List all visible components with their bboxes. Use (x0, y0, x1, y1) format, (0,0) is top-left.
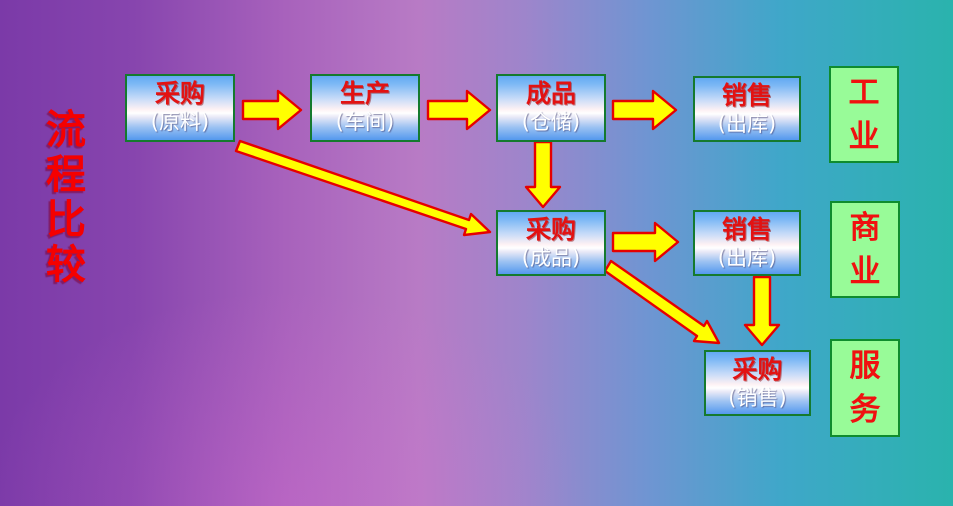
arrow-finished-down-to-purchase-finished (524, 140, 562, 209)
category-char: 务 (849, 392, 881, 428)
box-main-label: 生产 (339, 79, 390, 108)
flow-box-sales-industry: 销售 (出库) (693, 76, 801, 142)
title-char: 较 (46, 242, 86, 288)
category-char: 业 (848, 118, 880, 155)
title-char: 比 (46, 197, 86, 243)
category-char: 工 (848, 74, 880, 111)
box-sub-label: (车间) (335, 110, 395, 134)
arrow-purchase-finished-to-sales-commerce (611, 221, 680, 263)
box-sub-label: (仓储) (521, 110, 581, 134)
box-main-label: 采购 (154, 79, 205, 108)
box-main-label: 销售 (721, 215, 772, 244)
flow-box-purchase-sales: 采购 (销售) (704, 350, 811, 416)
box-main-label: 采购 (732, 355, 783, 384)
slide-title: 流 程 比 较 (40, 108, 92, 288)
arrow-purchase-finished-diagonal-to-purchase-sales (603, 259, 721, 345)
box-sub-label: (成品) (521, 246, 581, 270)
flow-box-purchase-finished: 采购 (成品) (496, 210, 606, 276)
arrow-purchase-raw-to-production (241, 89, 303, 131)
category-box-commerce: 商 业 (830, 201, 900, 298)
category-char: 商 (849, 209, 881, 246)
arrow-purchase-raw-diagonal-to-purchase-finished (234, 139, 492, 237)
box-sub-label: (出库) (717, 112, 777, 136)
flow-box-purchase-raw: 采购 (原料) (125, 74, 235, 142)
box-main-label: 销售 (721, 81, 772, 110)
flow-box-sales-commerce: 销售 (出库) (693, 210, 801, 276)
title-char: 程 (46, 152, 86, 198)
arrow-sales-commerce-down-to-purchase-sales (743, 275, 781, 347)
flow-box-production: 生产 (车间) (310, 74, 420, 142)
arrow-finished-to-sales-industry (611, 89, 678, 131)
box-sub-label: (出库) (717, 246, 777, 270)
box-main-label: 成品 (525, 79, 576, 108)
title-char: 流 (46, 107, 86, 153)
arrow-production-to-finished (426, 89, 492, 131)
category-box-service: 服 务 (830, 339, 900, 437)
category-char: 业 (849, 253, 881, 290)
category-box-industry: 工 业 (829, 66, 899, 163)
box-sub-label: (原料) (150, 110, 210, 134)
box-sub-label: (销售) (728, 386, 787, 410)
box-main-label: 采购 (525, 215, 576, 244)
flow-box-finished-goods: 成品 (仓储) (496, 74, 606, 142)
category-char: 服 (849, 348, 881, 384)
